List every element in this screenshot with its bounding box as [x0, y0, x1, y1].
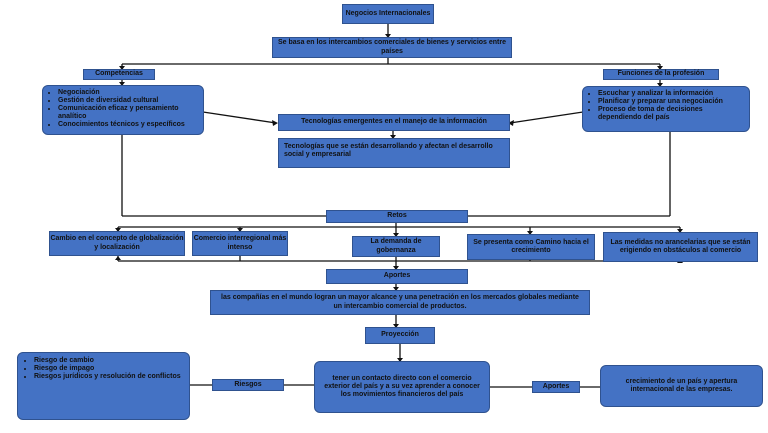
competencias-list: Negociación Gestión de diversidad cultur… [42, 85, 204, 135]
tecnologias-node: Tecnologías emergentes en el manejo de l… [278, 114, 510, 131]
aportes-node: Aportes [326, 269, 468, 284]
list-item: Escuchar y analizar la información [598, 90, 745, 98]
aportes2-label: Aportes [532, 381, 580, 393]
funciones-list: Escuchar y analizar la información Plani… [582, 86, 750, 132]
aportes-desc: las compañías en el mundo logran un mayo… [210, 290, 590, 315]
basis-node: Se basa en los intercambios comerciales … [272, 37, 512, 58]
competencias-label: Competencias [83, 69, 155, 80]
proyeccion-node: Proyección [365, 327, 435, 344]
proyeccion-desc: tener un contacto directo con el comerci… [314, 361, 490, 413]
list-item: Conocimientos técnicos y específicos [58, 121, 199, 129]
reto-crecimiento: Se presenta como Camino hacia el crecimi… [467, 234, 595, 260]
list-item: Negociación [58, 89, 199, 97]
reto-globalizacion: Cambio en el concepto de globalización y… [49, 231, 185, 256]
list-item: Proceso de toma de decisiones dependiend… [598, 106, 745, 122]
riesgos-list: Riesgo de cambio Riesgo de impago Riesgo… [17, 352, 190, 420]
list-item: Planificar y preparar una negociación [598, 98, 745, 106]
list-item: Gestión de diversidad cultural [58, 97, 199, 105]
aportes2-desc: crecimiento de un país y apertura intern… [600, 365, 763, 407]
list-item: Comunicación eficaz y pensamiento analít… [58, 105, 199, 121]
retos-node: Retos [326, 210, 468, 223]
root-node: Negocios Internacionales [342, 4, 434, 24]
list-item: Riesgo de cambio [34, 357, 185, 365]
list-item: Riesgo de impago [34, 365, 185, 373]
reto-medidas-arancelarias: Las medidas no arancelarias que se están… [603, 232, 758, 262]
reto-comercio-interregional: Comercio interregional más intenso [192, 231, 288, 256]
riesgos-label: Riesgos [212, 379, 284, 391]
tecnologias-desc: Tecnologías que se están desarrollando y… [278, 138, 510, 168]
reto-gobernanza: La demanda de gobernanza [352, 236, 440, 257]
funciones-label: Funciones de la profesión [603, 69, 719, 80]
list-item: Riesgos jurídicos y resolución de confli… [34, 373, 185, 381]
